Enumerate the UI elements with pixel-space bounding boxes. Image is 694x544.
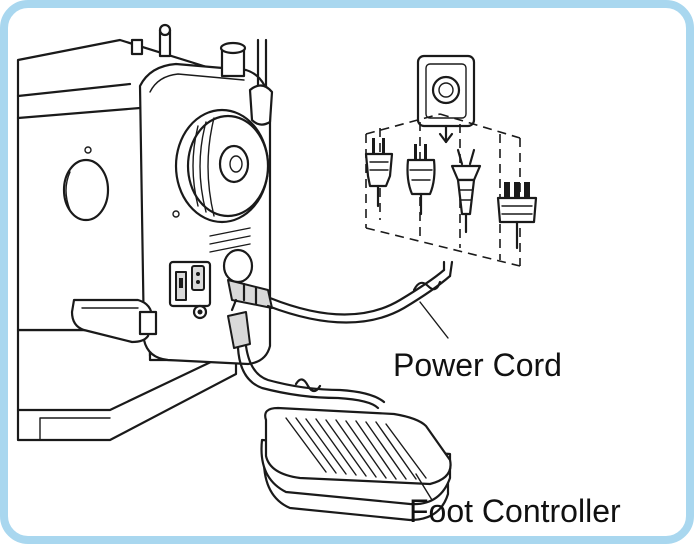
wall-outlet-icon — [416, 54, 476, 144]
power-cord-leader — [419, 301, 449, 339]
plug-type-i-icon — [450, 148, 482, 234]
power-cord — [227, 260, 454, 324]
plug-type-c-icon — [406, 144, 436, 216]
foot-controller-leader — [415, 473, 433, 501]
foot-controller — [260, 406, 452, 522]
power-cord-label: Power Cord — [393, 347, 562, 383]
foot-controller-cable — [227, 298, 386, 410]
plug-type-a-icon — [364, 138, 394, 208]
plug-type-g-icon — [496, 182, 538, 250]
foot-controller-label: Foot Controller — [409, 493, 621, 529]
outlet-group — [364, 54, 538, 267]
